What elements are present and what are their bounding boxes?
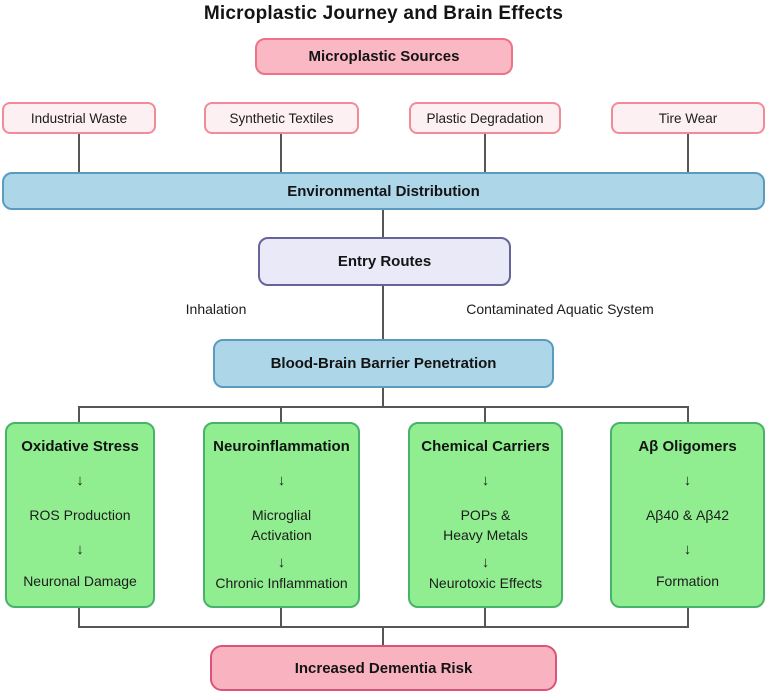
node-label: Industrial Waste	[30, 110, 128, 126]
node-label: Plastic Degradation	[426, 110, 544, 126]
effect-step: Neurotoxic Effects	[428, 575, 543, 591]
connector	[280, 608, 282, 628]
route-label-inhalation: Inhalation	[185, 301, 247, 317]
connector	[484, 407, 486, 422]
down-arrow-icon: ↓	[76, 472, 84, 489]
effect-step: Heavy Metals	[443, 527, 528, 543]
effect-step: Neuronal Damage	[23, 573, 137, 589]
node-label: Microplastic Sources	[308, 48, 460, 65]
effect-step: Formation	[655, 573, 720, 589]
effect-step: POPs &	[460, 507, 511, 523]
route-label-contaminated-aquatic-system: Contaminated Aquatic System	[466, 301, 654, 317]
connector	[280, 407, 282, 422]
effect-step: ROS Production	[29, 507, 131, 523]
node-entry-routes: Entry Routes	[258, 237, 511, 286]
connector	[382, 627, 384, 645]
node-synthetic-textiles: Synthetic Textiles	[204, 102, 359, 134]
effect-step: Chronic Inflammation	[215, 575, 348, 591]
connector	[78, 608, 80, 628]
down-arrow-icon: ↓	[76, 541, 84, 558]
effect-box-neuroinflammation: Neuroinflammation ↓ Microglial Activatio…	[203, 422, 360, 608]
down-arrow-icon: ↓	[277, 554, 286, 571]
node-label: Blood-Brain Barrier Penetration	[270, 355, 497, 372]
down-arrow-icon: ↓	[481, 554, 490, 571]
connector	[78, 134, 80, 172]
connector	[484, 134, 486, 172]
node-plastic-degradation: Plastic Degradation	[409, 102, 561, 134]
connector	[687, 134, 689, 172]
effect-step: Aβ40 & Aβ42	[645, 507, 730, 523]
node-environmental-distribution: Environmental Distribution	[2, 172, 765, 210]
effect-title: Aβ Oligomers	[638, 438, 737, 455]
effect-box-oxidative-stress: Oxidative Stress ↓ ROS Production ↓ Neur…	[5, 422, 155, 608]
node-increased-dementia-risk: Increased Dementia Risk	[210, 645, 557, 691]
node-tire-wear: Tire Wear	[611, 102, 765, 134]
node-label: Increased Dementia Risk	[294, 659, 473, 677]
connector	[78, 407, 80, 422]
node-microplastic-sources: Microplastic Sources	[255, 38, 513, 75]
connector	[382, 210, 384, 237]
down-arrow-icon: ↓	[683, 472, 692, 489]
down-arrow-icon: ↓	[277, 472, 286, 489]
down-arrow-icon: ↓	[481, 472, 490, 489]
connector	[484, 608, 486, 628]
diagram-title: Microplastic Journey and Brain Effects	[203, 3, 564, 24]
down-arrow-icon: ↓	[683, 541, 692, 558]
connector	[687, 608, 689, 628]
connector	[280, 134, 282, 172]
node-industrial-waste: Industrial Waste	[2, 102, 156, 134]
connector	[382, 286, 384, 339]
connector	[382, 388, 384, 407]
node-label: Environmental Distribution	[287, 182, 480, 200]
connector	[78, 406, 689, 408]
node-blood-brain-barrier-penetration: Blood-Brain Barrier Penetration	[213, 339, 554, 388]
node-label: Synthetic Textiles	[229, 110, 334, 126]
effect-title: Oxidative Stress	[21, 438, 139, 455]
effect-title: Neuroinflammation	[213, 438, 350, 455]
effect-step: Microglial	[251, 507, 312, 523]
connector	[687, 407, 689, 422]
node-label: Tire Wear	[658, 110, 718, 126]
effect-title: Chemical Carriers	[421, 438, 550, 455]
node-label: Entry Routes	[337, 253, 432, 270]
effect-box-chemical-carriers: Chemical Carriers ↓ POPs & Heavy Metals …	[408, 422, 563, 608]
effect-step: Activation	[251, 527, 312, 543]
effect-box-abeta-oligomers: Aβ Oligomers ↓ Aβ40 & Aβ42 ↓ Formation	[610, 422, 765, 608]
